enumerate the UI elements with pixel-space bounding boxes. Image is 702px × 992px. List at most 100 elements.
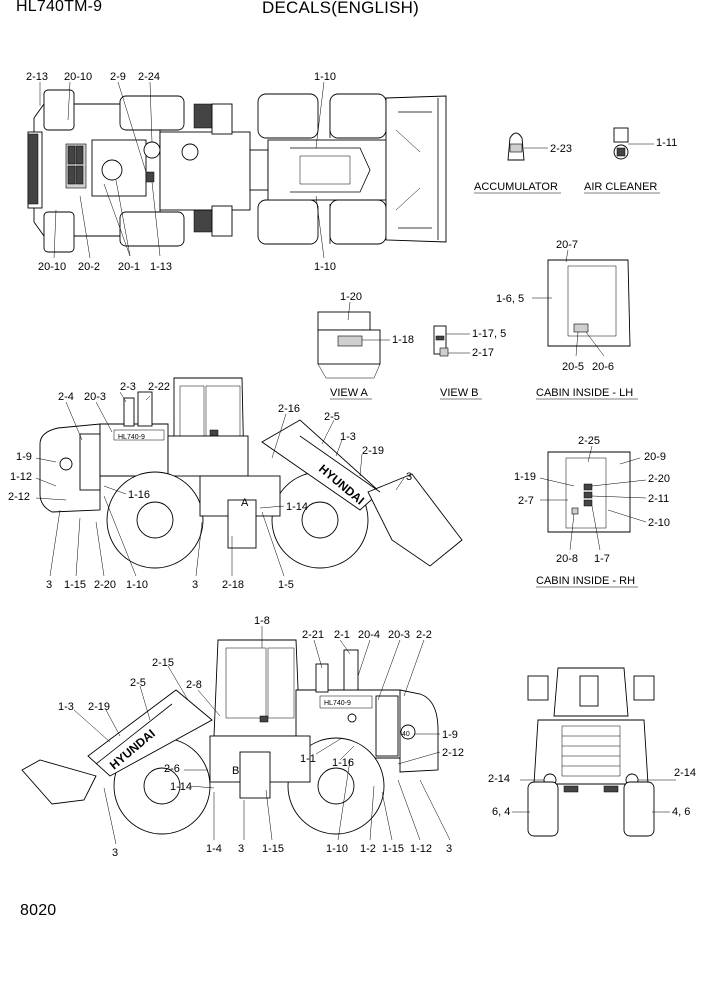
callout: 2-22	[148, 381, 170, 393]
callout: 3	[406, 471, 412, 483]
view-b-drawing	[433, 325, 470, 357]
callout: 2-17	[472, 347, 494, 359]
top-view-leaders	[39, 81, 325, 259]
callout: 1-13	[150, 261, 172, 273]
callout: 2-3	[120, 381, 136, 393]
callout: 2-10	[648, 517, 670, 529]
callout: 20-9	[644, 451, 666, 463]
cabin-rh-drawing	[539, 445, 647, 551]
callout: 1-15	[382, 843, 404, 855]
cabin-lh-drawing	[532, 249, 631, 357]
callout: 2-14	[488, 773, 510, 785]
callout: 3	[238, 843, 244, 855]
callout: 2-4	[58, 391, 74, 403]
callout: 2-5	[130, 677, 146, 689]
callout: 1-5	[278, 579, 294, 591]
callout: 1-8	[254, 615, 270, 627]
air-cleaner-caption: AIR CLEANER	[584, 181, 657, 193]
callout: 1-10	[126, 579, 148, 591]
callout: 2-18	[222, 579, 244, 591]
callout: 20-8	[556, 553, 578, 565]
callout: 1-2	[360, 843, 376, 855]
view-a-caption: VIEW A	[330, 387, 369, 399]
callout: 20-1	[118, 261, 140, 273]
callout: 3	[446, 843, 452, 855]
callout: 3	[112, 847, 118, 859]
callout: 1-15	[64, 579, 86, 591]
callout: 1-12	[410, 843, 432, 855]
callout: 1-10	[326, 843, 348, 855]
view-a-drawing	[317, 301, 390, 379]
callout: 1-14	[170, 781, 192, 793]
callout: 2-19	[88, 701, 110, 713]
callout: 1-9	[442, 729, 458, 741]
callout: 1-10	[314, 71, 336, 83]
top-view	[27, 89, 447, 253]
callout: 1-19	[514, 471, 536, 483]
side-view-lh	[39, 377, 463, 569]
callout: 1-16	[128, 489, 150, 501]
callout: 2-1	[334, 629, 350, 641]
callout: 1-4	[206, 843, 222, 855]
view-b-caption: VIEW B	[440, 387, 479, 399]
callout: 2-11	[648, 493, 669, 505]
callout: 1-18	[392, 334, 414, 346]
callout: 2-5	[324, 411, 340, 423]
callout: 1-17, 5	[472, 328, 506, 340]
callout: 20-2	[78, 261, 100, 273]
callout: 1-14	[286, 501, 308, 513]
callout: 1-3	[58, 701, 74, 713]
callout: 20-3	[84, 391, 106, 403]
callout: 1-10	[314, 261, 336, 273]
callout: 1-1	[300, 753, 316, 765]
callout: 2-20	[94, 579, 116, 591]
page-title: DECALS(ENGLISH)	[262, 0, 419, 17]
callout: 1-20	[340, 291, 362, 303]
callout: 2-8	[186, 679, 202, 691]
model-code: HL740TM-9	[16, 0, 103, 15]
callout: 2-6	[164, 763, 180, 775]
callout: 1-7	[594, 553, 610, 565]
callout: 20-10	[38, 261, 66, 273]
callout: 2-23	[550, 143, 572, 155]
callout: 2-12	[8, 491, 30, 503]
callout: 1-3	[340, 431, 356, 443]
callout: 4, 6	[672, 806, 690, 818]
callout: 1-6, 5	[496, 293, 524, 305]
callout: 20-6	[592, 361, 614, 373]
view-b-marker: B	[232, 765, 239, 777]
air-cleaner-drawing	[613, 127, 654, 160]
callout: 1-12	[10, 471, 32, 483]
callout: 20-7	[556, 239, 578, 251]
side-lh-leaders	[35, 391, 405, 577]
callout: 2-12	[442, 747, 464, 759]
cabin-rh-caption: CABIN INSIDE - RH	[536, 575, 635, 587]
side-view-rh	[21, 639, 439, 835]
callout: 2-21	[302, 629, 324, 641]
side-rh-leaders	[73, 626, 451, 845]
callout: 1-11	[656, 137, 677, 149]
callout: 3	[46, 579, 52, 591]
callout: 20-4	[358, 629, 380, 641]
accumulator-drawing	[507, 132, 548, 161]
model-badge: HL740-9	[118, 434, 145, 441]
callout: 2-15	[152, 657, 174, 669]
callout: 20-10	[64, 71, 92, 83]
callout: 20-5	[562, 361, 584, 373]
callout: 2-13	[26, 71, 48, 83]
model-badge: HL740-9	[324, 700, 351, 707]
callout: 1-15	[262, 843, 284, 855]
callout: 2-24	[138, 71, 160, 83]
callout: 2-7	[518, 495, 534, 507]
callout: 2-9	[110, 71, 126, 83]
callout: 2-19	[362, 445, 384, 457]
callout: 6, 4	[492, 806, 510, 818]
callout: 1-16	[332, 757, 354, 769]
cabin-lh-caption: CABIN INSIDE - LH	[536, 387, 633, 399]
page-number: 8020	[20, 902, 57, 919]
view-a-marker: A	[241, 497, 249, 509]
callout: 2-2	[416, 629, 432, 641]
rear-view	[512, 667, 676, 837]
speed-sign	[400, 724, 416, 740]
